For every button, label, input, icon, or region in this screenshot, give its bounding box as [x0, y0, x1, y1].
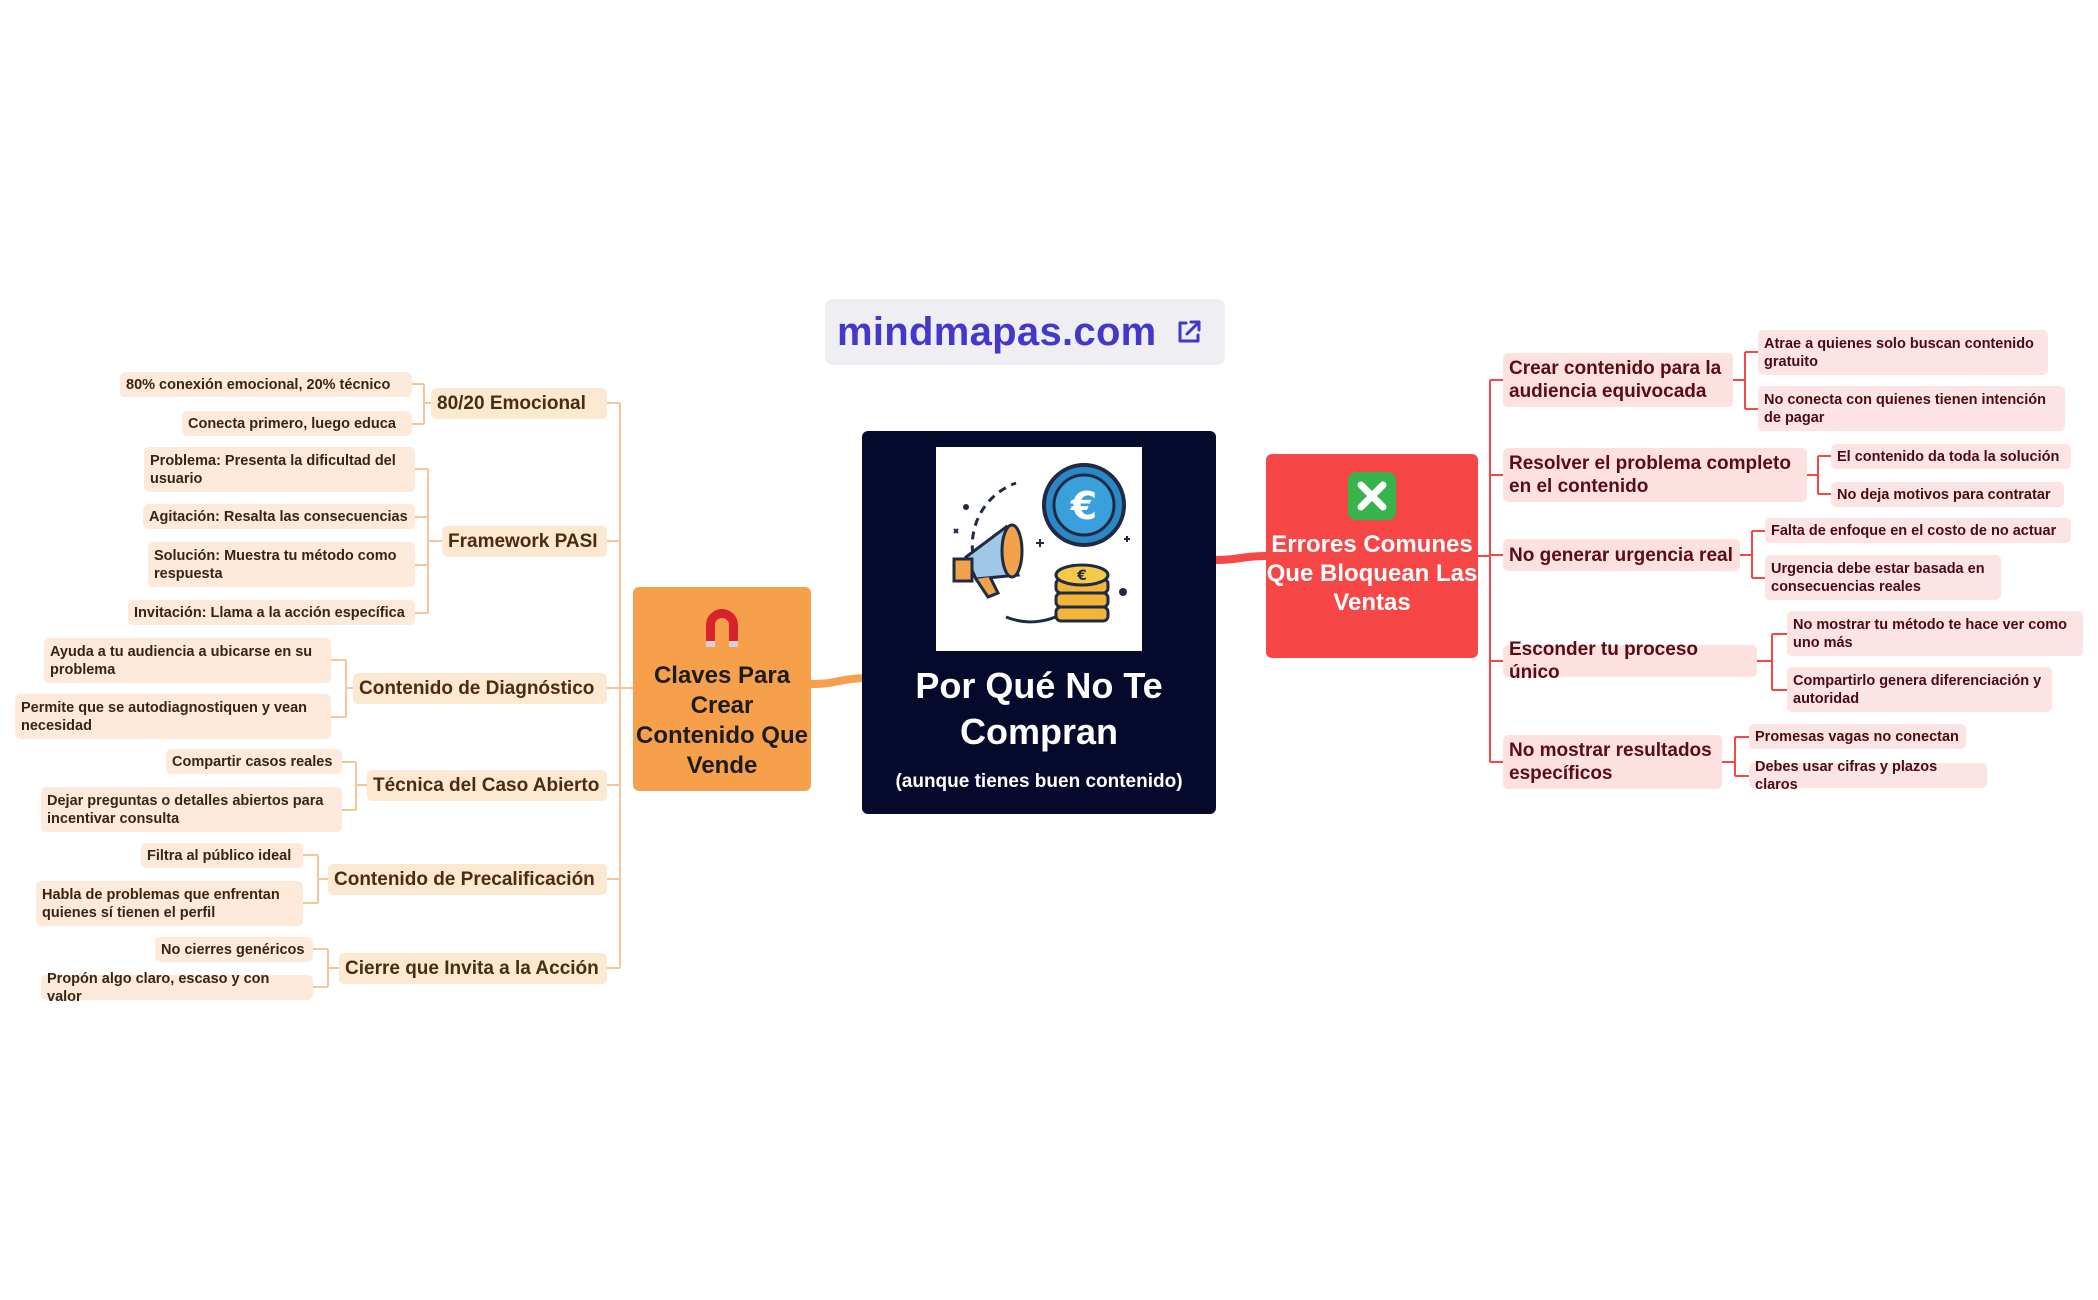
- branch-resultados-especificos[interactable]: No mostrar resultados específicos: [1503, 735, 1722, 789]
- cross-mark-icon: [1348, 472, 1396, 520]
- central-title: Por Qué No Te Compran: [915, 665, 1163, 752]
- leaf-motivos-contratar[interactable]: No deja motivos para contratar: [1831, 482, 2064, 507]
- leaf-dejar-preguntas[interactable]: Dejar preguntas o detalles abiertos para…: [41, 787, 342, 832]
- leaf-solucion[interactable]: Solución: Muestra tu método como respues…: [148, 542, 415, 587]
- branch-precalificacion[interactable]: Contenido de Precalificación: [328, 864, 607, 895]
- branch-urgencia-real[interactable]: No generar urgencia real: [1503, 539, 1740, 571]
- main-topic-label: Errores Comunes Que Bloquean Las Ventas: [1266, 531, 1478, 616]
- leaf-problema[interactable]: Problema: Presenta la dificultad del usu…: [144, 447, 415, 492]
- central-subtitle: (aunque tienes buen contenido): [895, 771, 1183, 792]
- branch-cierre-accion[interactable]: Cierre que Invita a la Acción: [339, 953, 607, 984]
- megaphone-coins-illustration: € €: [936, 447, 1142, 651]
- leaf-ubicarse[interactable]: Ayuda a tu audiencia a ubicarse en su pr…: [44, 638, 331, 683]
- leaf-promesas-vagas[interactable]: Promesas vagas no conectan: [1749, 724, 1966, 749]
- central-topic[interactable]: € € Por Qué No Te Compran (aunque tienes…: [862, 431, 1216, 814]
- leaf-no-cierres[interactable]: No cierres genéricos: [155, 937, 313, 962]
- branch-framework-pasi[interactable]: Framework PASI: [442, 526, 607, 557]
- leaf-agitacion[interactable]: Agitación: Resalta las consecuencias: [143, 504, 415, 529]
- leaf-costo-no-actuar[interactable]: Falta de enfoque en el costo de no actua…: [1765, 518, 2071, 543]
- leaf-compartir-casos[interactable]: Compartir casos reales: [166, 749, 342, 774]
- branch-audiencia-equivocada[interactable]: Crear contenido para la audiencia equivo…: [1503, 353, 1733, 407]
- leaf-cifras-plazos[interactable]: Debes usar cifras y plazos claros: [1749, 759, 1987, 793]
- main-topic-errores[interactable]: Errores Comunes Que Bloquean Las Ventas: [1266, 454, 1478, 658]
- leaf-propon-algo[interactable]: Propón algo claro, escaso y con valor: [41, 971, 313, 1005]
- brand-banner[interactable]: mindmapas.com: [825, 299, 1225, 365]
- leaf-consecuencias-reales[interactable]: Urgencia debe estar basada en consecuenc…: [1765, 555, 2001, 600]
- branch-caso-abierto[interactable]: Técnica del Caso Abierto: [367, 770, 607, 801]
- leaf-autodiagnostiquen[interactable]: Permite que se autodiagnostiquen y vean …: [15, 694, 331, 739]
- magnet-icon: [706, 609, 738, 647]
- branch-resolver-problema[interactable]: Resolver el problema completo en el cont…: [1503, 448, 1807, 502]
- main-topic-claves[interactable]: Claves Para Crear Contenido Que Vende: [633, 587, 811, 791]
- branch-80-20-emocional[interactable]: 80/20 Emocional: [431, 388, 607, 419]
- leaf-toda-solucion[interactable]: El contenido da toda la solución: [1831, 444, 2071, 469]
- leaf-contenido-gratuito[interactable]: Atrae a quienes solo buscan contenido gr…: [1758, 330, 2048, 375]
- main-topic-label: Claves Para Crear Contenido Que Vende: [636, 662, 808, 779]
- branch-contenido-diagnostico[interactable]: Contenido de Diagnóstico: [353, 673, 607, 704]
- leaf-invitacion[interactable]: Invitación: Llama a la acción específica: [128, 600, 415, 625]
- branch-proceso-unico[interactable]: Esconder tu proceso único: [1503, 639, 1757, 683]
- leaf-habla-problemas[interactable]: Habla de problemas que enfrentan quienes…: [36, 881, 303, 926]
- leaf-conecta-primero[interactable]: Conecta primero, luego educa: [182, 411, 412, 436]
- svg-text:€: €: [1076, 568, 1087, 584]
- svg-text:€: €: [1070, 484, 1097, 528]
- leaf-filtra-publico[interactable]: Filtra al público ideal: [141, 843, 303, 868]
- leaf-uno-mas[interactable]: No mostrar tu método te hace ver como un…: [1787, 611, 2083, 656]
- leaf-intencion-pagar[interactable]: No conecta con quienes tienen intención …: [1758, 386, 2065, 431]
- external-link-icon[interactable]: [1173, 316, 1205, 348]
- leaf-diferenciacion[interactable]: Compartirlo genera diferenciación y auto…: [1787, 667, 2052, 712]
- leaf-conexion-emocional[interactable]: 80% conexión emocional, 20% técnico: [120, 372, 412, 397]
- brand-text[interactable]: mindmapas.com: [837, 309, 1157, 354]
